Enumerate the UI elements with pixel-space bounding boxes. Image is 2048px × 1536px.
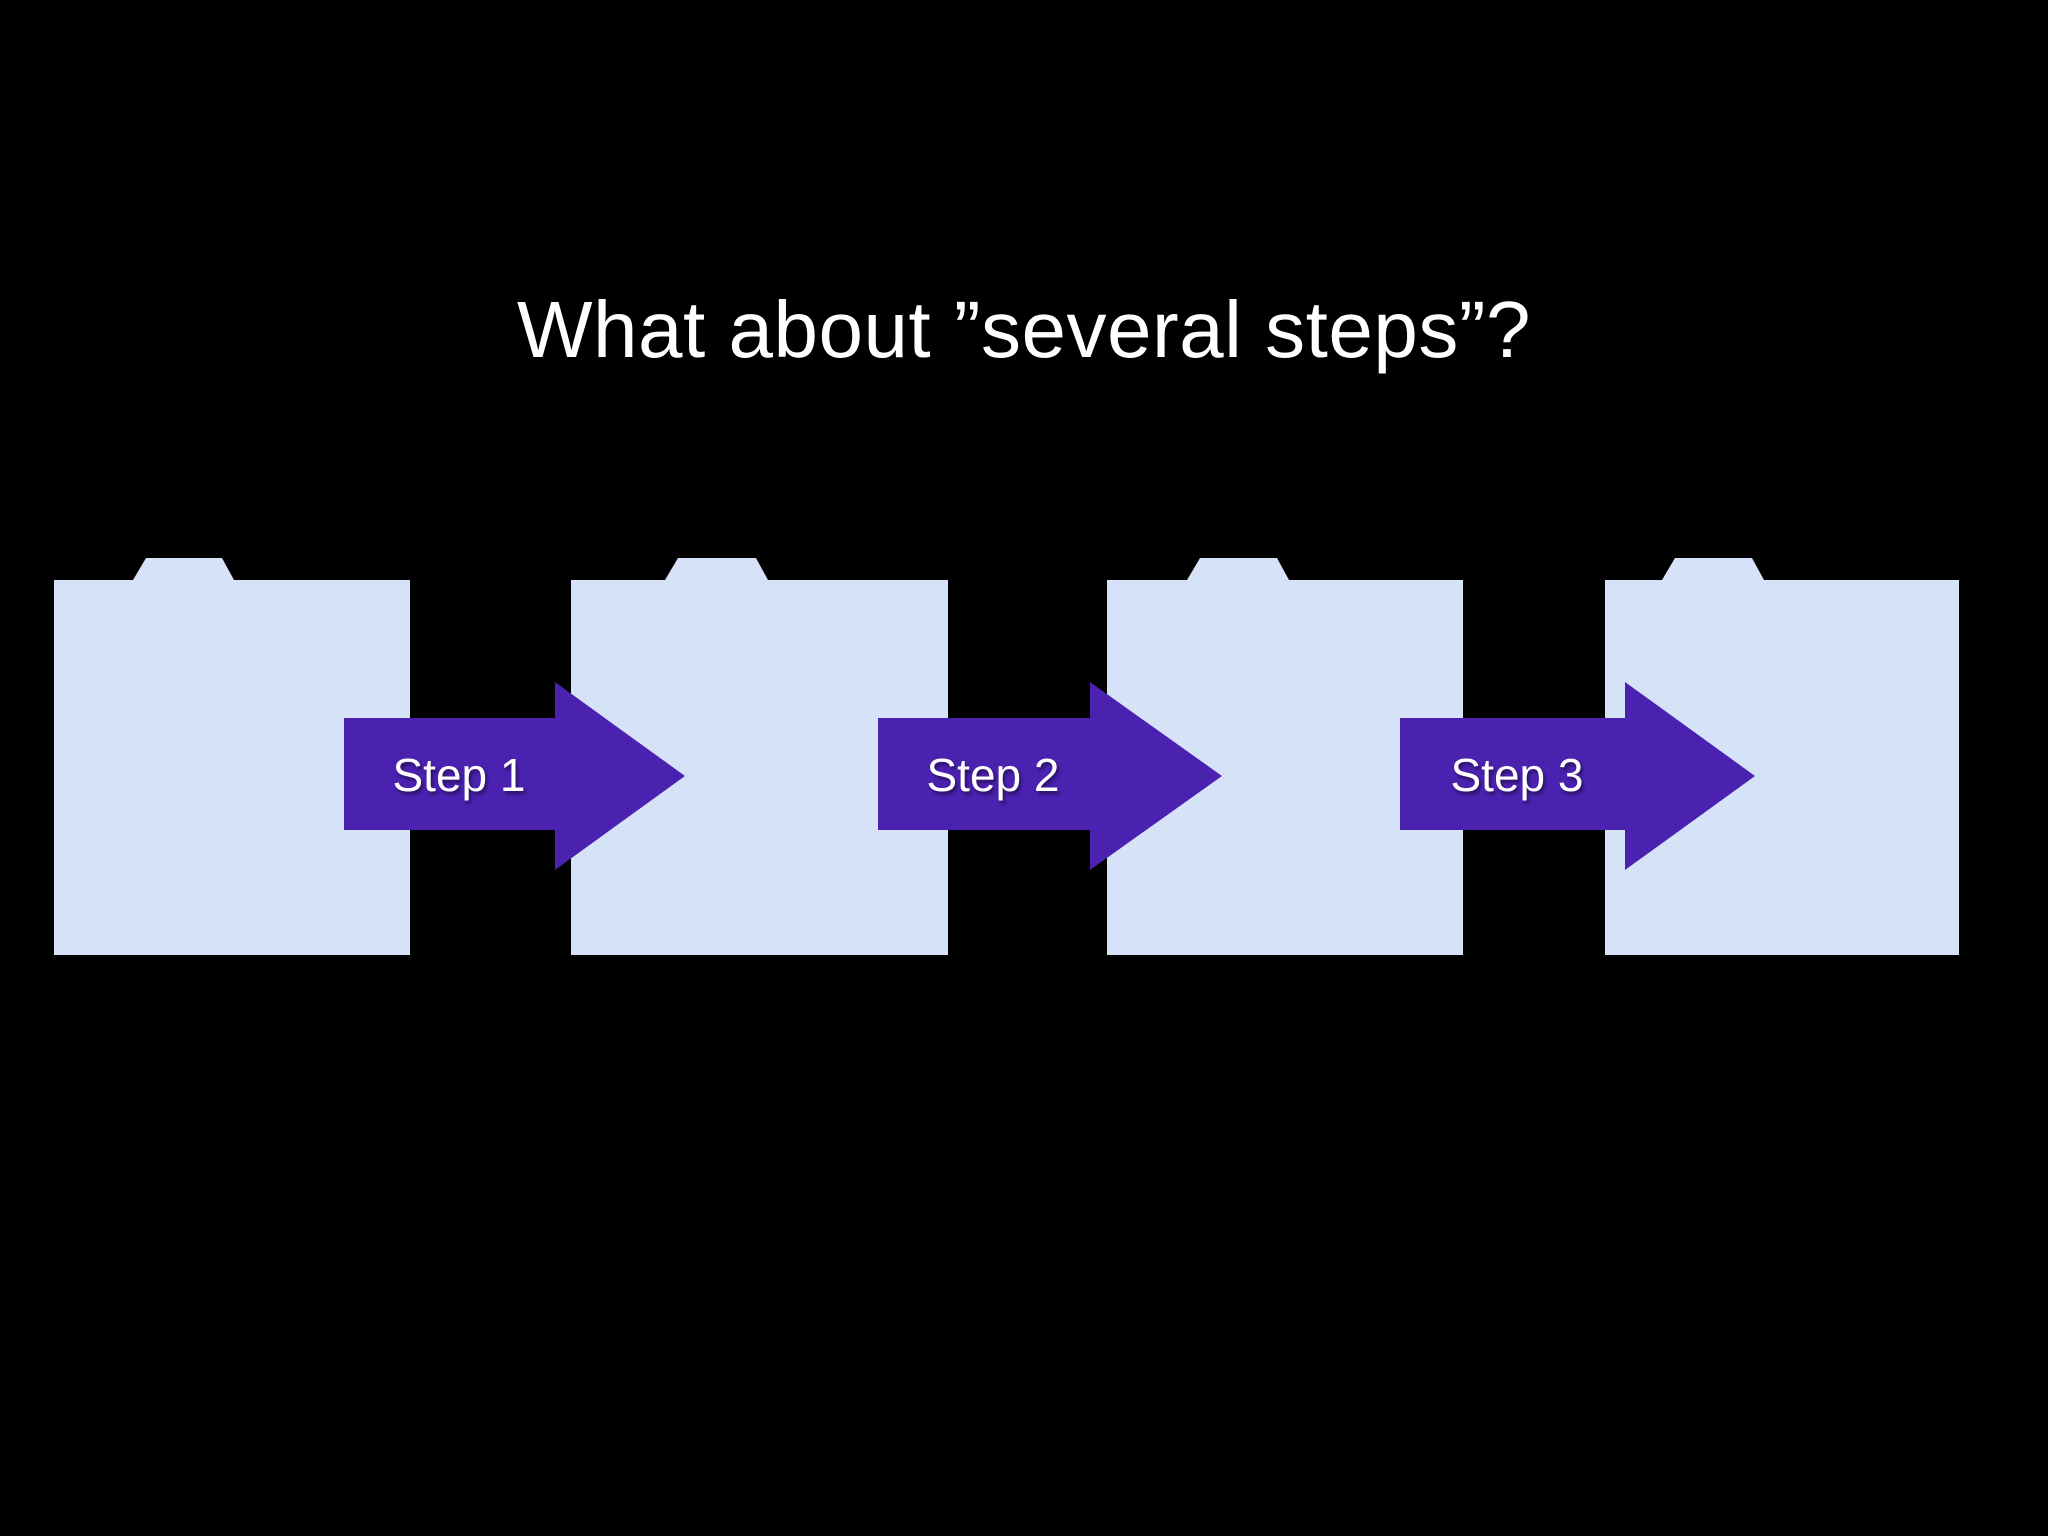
- folder-1[interactable]: [54, 558, 410, 955]
- page-title: What about ”several steps”?: [517, 285, 1531, 374]
- folder-2[interactable]: [571, 558, 948, 955]
- arrow-step-1[interactable]: [344, 682, 685, 870]
- arrow-step-2[interactable]: [878, 682, 1222, 870]
- folder-4[interactable]: [1605, 558, 1959, 955]
- folder-3[interactable]: [1107, 558, 1463, 955]
- arrow-step-3[interactable]: [1400, 682, 1755, 870]
